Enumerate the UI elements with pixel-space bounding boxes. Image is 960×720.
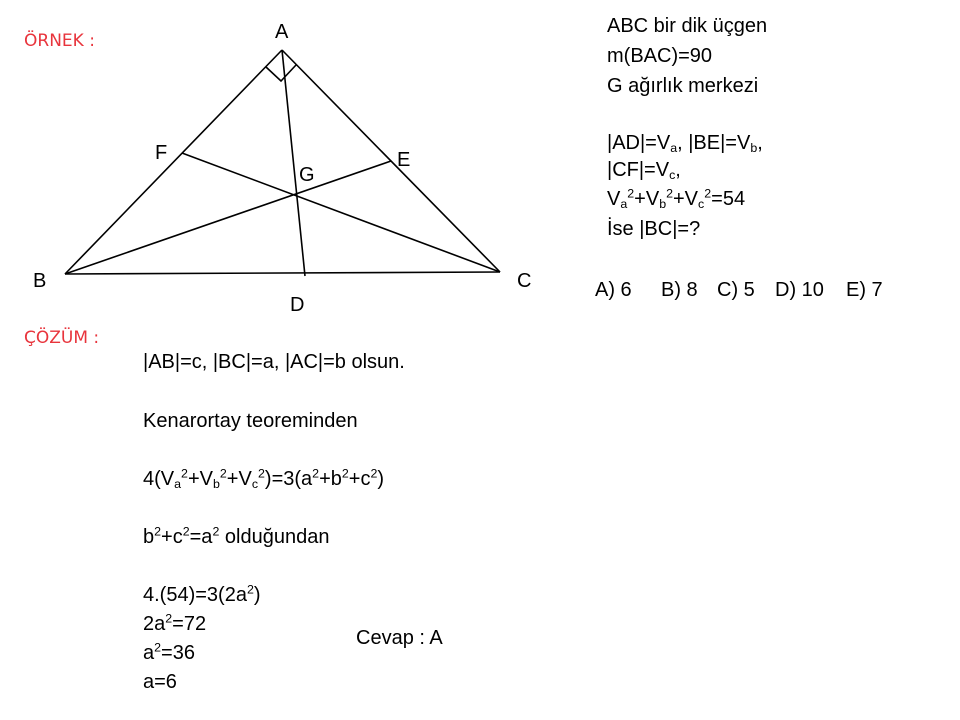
choice-d: D) 10: [775, 279, 824, 301]
point-label-c: C: [517, 270, 532, 292]
choice-c: C) 5: [717, 279, 755, 301]
solution-line-7: a2=36: [143, 640, 195, 664]
choice-b: B) 8: [661, 279, 698, 301]
side-ab: [64, 49, 283, 275]
solution-line-6: 2a2=72: [143, 611, 207, 635]
solution-header: ÇÖZÜM :: [24, 328, 100, 348]
point-label-g: G: [299, 164, 315, 186]
problem-line-4: |AD|=Va, |BE|=Vb,: [607, 132, 763, 156]
choice-a: A) 6: [595, 279, 632, 301]
point-label-f: F: [155, 142, 168, 164]
problem-line-1: ABC bir dik üçgen: [607, 15, 768, 37]
median-cf: [181, 152, 501, 273]
point-label-d: D: [290, 294, 305, 316]
solution-line-3: 4(Va2+Vb2+Vc2)=3(a2+b2+c2): [143, 466, 385, 492]
answer-text: Cevap : A: [356, 627, 443, 649]
point-label-a: A: [275, 21, 289, 43]
problem-line-6: Va2+Vb2+Vc2=54: [607, 186, 746, 212]
solution-line-8: a=6: [143, 671, 177, 693]
side-bc: [64, 271, 501, 275]
choice-e: E) 7: [846, 279, 883, 301]
solution-line-1: |AB|=c, |BC|=a, |AC|=b olsun.: [143, 351, 405, 373]
solution-line-5: 4.(54)=3(2a2): [143, 582, 261, 606]
solution-line-2: Kenarortay teoreminden: [143, 410, 358, 432]
example-header: ÖRNEK :: [24, 31, 95, 51]
problem-line-7: İse |BC|=?: [607, 218, 701, 240]
right-angle-mark: [265, 64, 297, 83]
point-label-b: B: [33, 270, 47, 292]
problem-line-5: |CF|=Vc,: [607, 159, 681, 183]
problem-line-3: G ağırlık merkezi: [607, 75, 759, 97]
median-ad: [281, 49, 306, 277]
median-be: [64, 160, 392, 275]
point-label-e: E: [397, 149, 411, 171]
solution-line-4: b2+c2=a2 olduğundan: [143, 524, 330, 548]
problem-line-2: m(BAC)=90: [607, 45, 713, 67]
